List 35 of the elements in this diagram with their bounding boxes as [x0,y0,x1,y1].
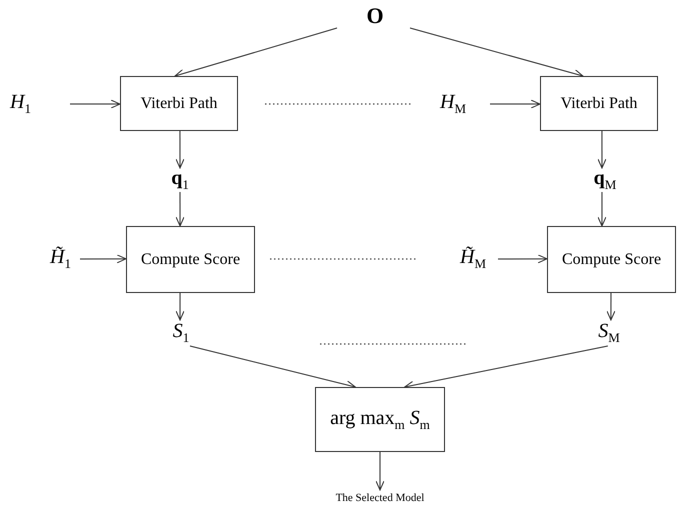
arrow [175,130,184,168]
math-symbol: H̃$_{1}$ [50,246,71,272]
arrow [410,28,584,78]
math-symbol: q$_{1}$ [171,167,189,193]
arrow [498,254,548,264]
arrow [376,452,384,490]
math-symbol: H̃$_{M}$ [460,246,486,272]
arrow [404,346,608,390]
arrow [597,192,606,226]
process-box [315,387,445,452]
arrow [176,192,185,226]
math-symbol: H$_{M}$ [440,91,466,117]
math-symbol: S$_{1}$ [172,320,190,346]
arrow [174,28,338,78]
arrow [176,292,185,320]
math-symbol: S$_{M}$ [598,320,620,346]
box-label: arg max$_{m}$ S$_{m}$ [330,406,430,432]
process-box [540,76,658,131]
box-label: Compute Score [140,250,240,268]
process-box [126,226,255,293]
box-label: Compute Score [562,250,662,268]
math-symbol: H$_{1}$ [10,91,31,117]
math-symbol: O [366,3,384,29]
arrow [597,130,606,168]
arrow [80,254,126,264]
arrow [70,100,120,109]
arrow [490,100,540,109]
box-label: Viterbi Path [140,94,218,112]
arrow [606,292,616,320]
math-symbol: q$_{M}$ [594,167,616,193]
process-box [120,76,238,131]
output-label: The Selected Model [336,492,424,504]
process-box [547,226,676,293]
box-label: Viterbi Path [560,94,638,112]
arrow [189,346,356,390]
